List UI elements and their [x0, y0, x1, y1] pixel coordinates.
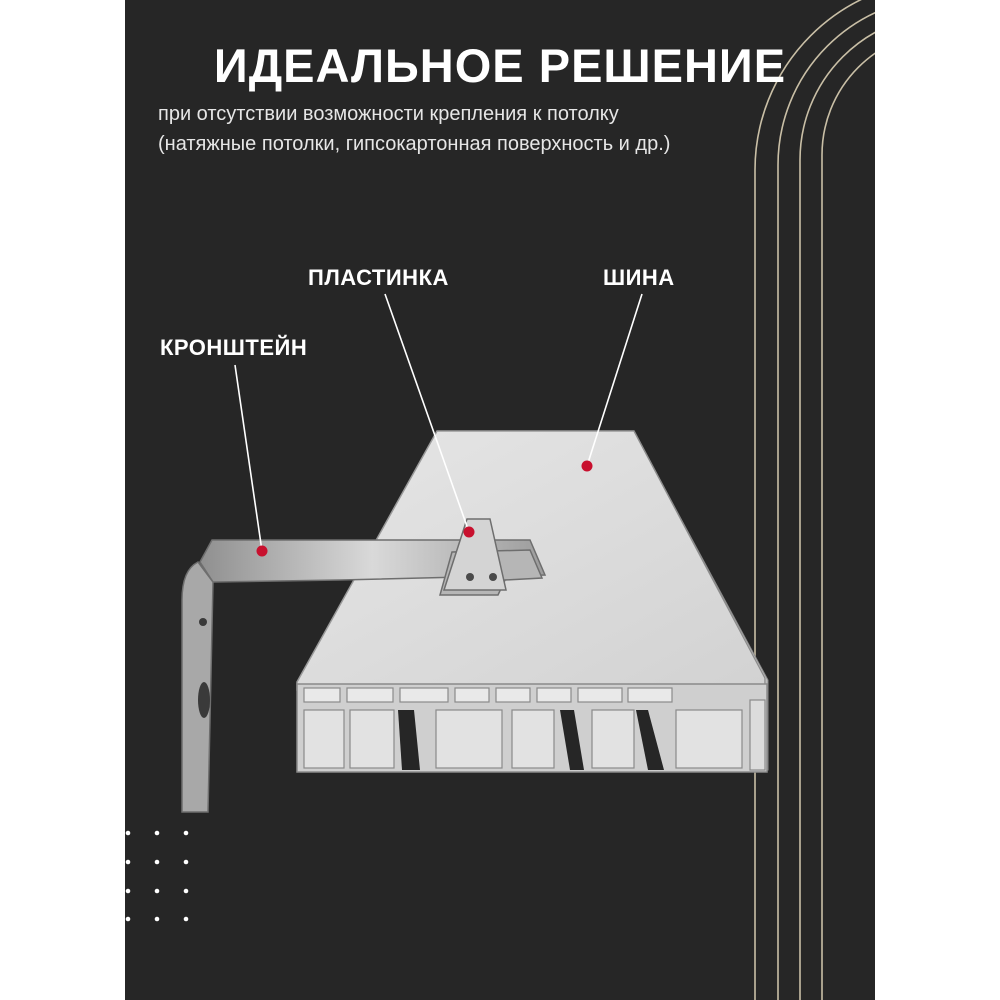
leader-rail [586, 293, 643, 467]
bracket-vertical-leg [181, 561, 214, 813]
dot-grid [125, 830, 189, 922]
label-bracket: КРОНШТЕЙН [160, 335, 308, 360]
rail-illustration [296, 430, 769, 773]
leader-plate [384, 293, 470, 533]
plate-screw-right [489, 573, 497, 581]
rail-lower-chambers [303, 709, 743, 769]
red-markers [256, 460, 593, 557]
plate-triangle [442, 518, 507, 591]
decorative-arcs [754, 0, 875, 1000]
marker-bracket-dot [256, 545, 268, 557]
rail-upper-chambers [303, 687, 673, 703]
subtitle-line-2: (натяжные потолки, гипсокартонная поверх… [158, 133, 671, 155]
label-rail: ШИНА [603, 265, 675, 290]
bracket-top-hole [199, 618, 207, 626]
plate-illustration [439, 518, 544, 596]
marker-rail-dot [581, 460, 593, 472]
page-title: ИДЕАЛЬНОЕ РЕШЕНИЕ [213, 39, 787, 92]
rail-end-cap [749, 699, 766, 771]
subtitle-line-1: при отсутствии возможности крепления к п… [158, 103, 619, 125]
leader-lines [234, 293, 643, 552]
bracket-slot-hole [198, 682, 210, 718]
marker-plate-dot [463, 526, 475, 538]
plate-screw-left [466, 573, 474, 581]
leader-bracket [234, 364, 263, 552]
label-plate: ПЛАСТИНКА [308, 265, 449, 290]
rail-slots [398, 710, 664, 770]
